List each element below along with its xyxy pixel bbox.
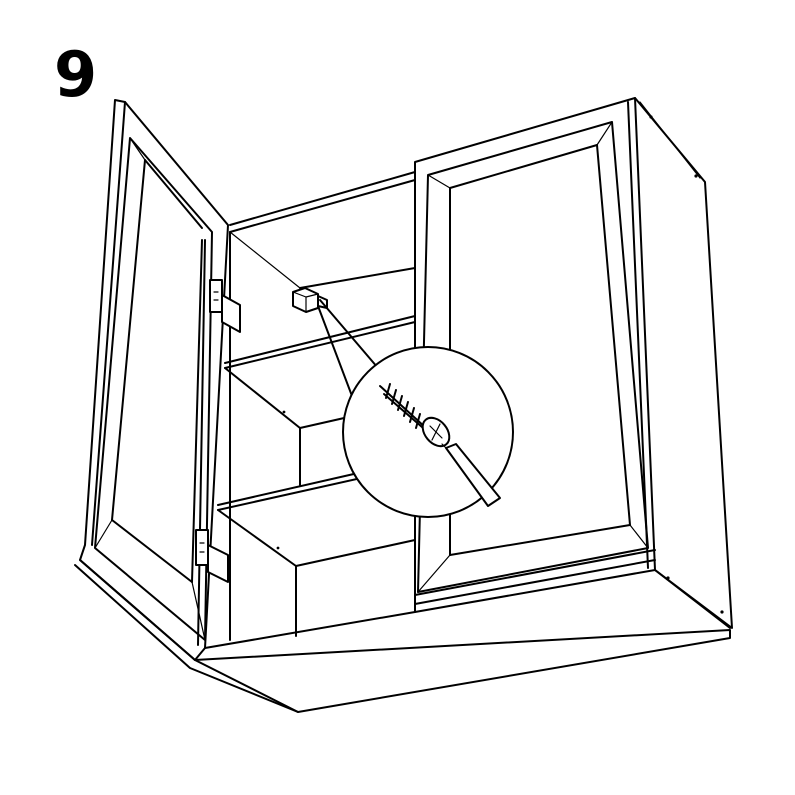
screwdriver-icon	[441, 443, 501, 507]
step-number: 9	[54, 38, 98, 111]
left-door	[79, 99, 229, 661]
screw-icon	[379, 383, 451, 448]
door-hinges	[195, 279, 241, 583]
wall-bracket	[292, 287, 328, 313]
